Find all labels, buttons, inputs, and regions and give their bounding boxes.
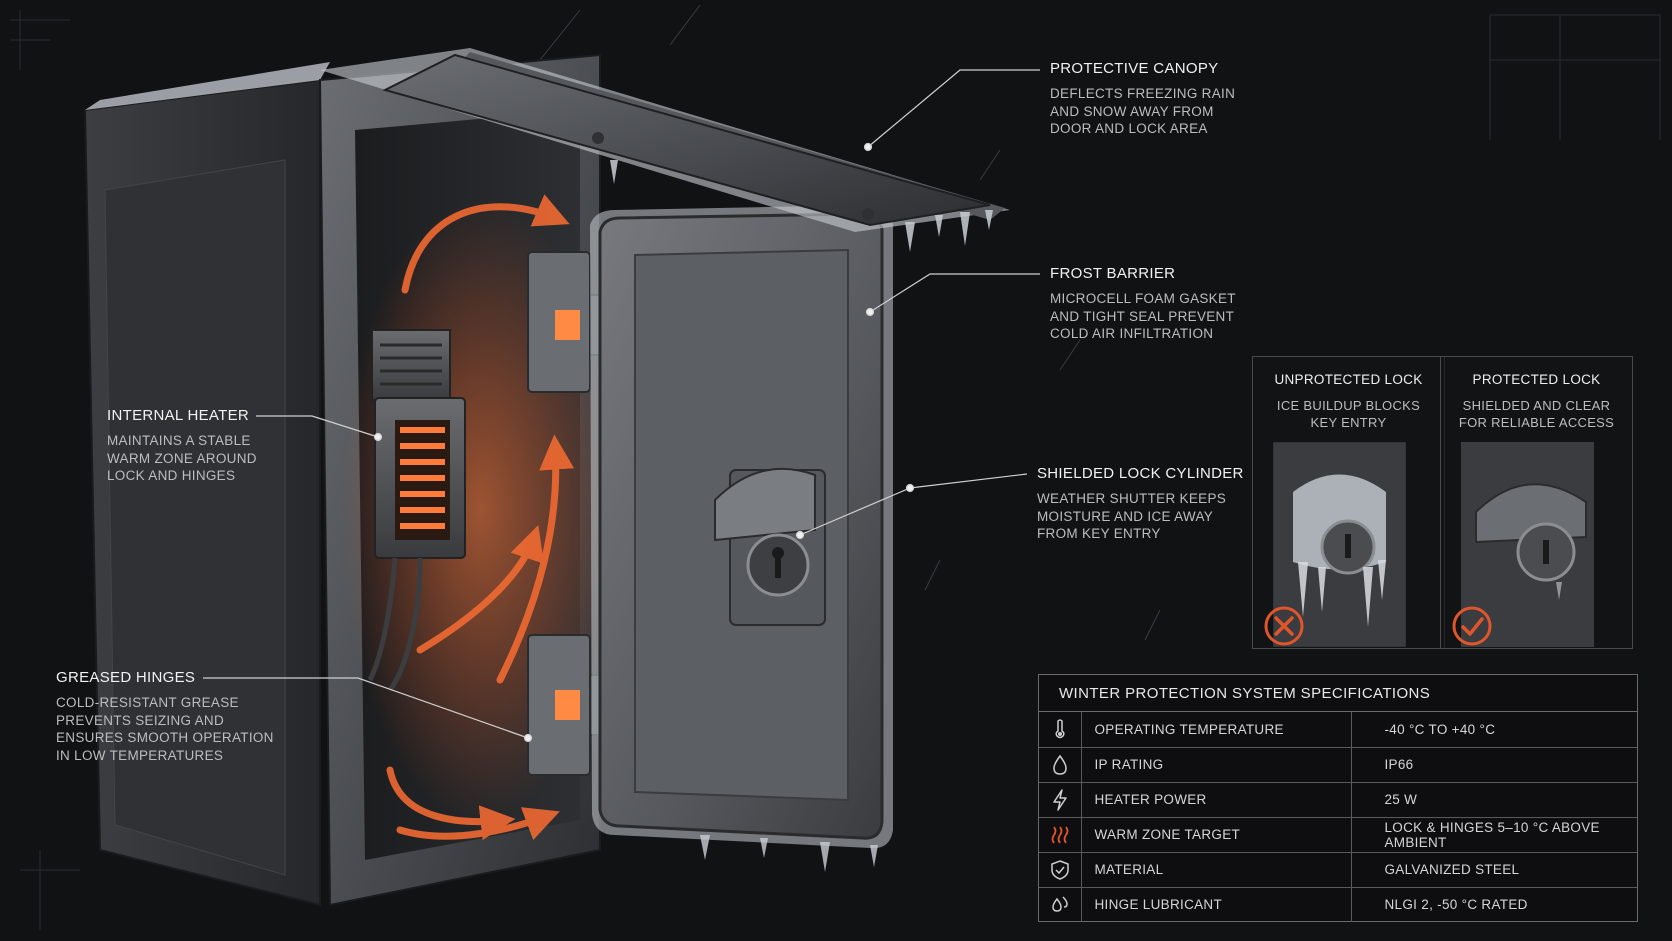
panel-title: PROTECTED LOCK [1472,372,1601,387]
pass-check-icon [1452,606,1492,646]
protected-lock-panel: PROTECTED LOCK SHIELDED AND CLEAR FOR RE… [1440,356,1633,649]
callout-title: GREASED HINGES [56,669,196,686]
callout-greased-hinges: GREASED HINGES COLD-RESISTANT GREASE PRE… [56,669,274,764]
spec-value: GALVANIZED STEEL [1351,852,1637,888]
droplet-icon [1052,754,1067,775]
callout-shielded-lock: SHIELDED LOCK CYLINDER WEATHER SHUTTER K… [1037,465,1244,543]
spec-label: HINGE LUBRICANT [1081,887,1352,922]
callout-title: SHIELDED LOCK CYLINDER [1037,465,1244,482]
thermometer-icon [1055,719,1065,739]
table-row: WARM ZONE TARGET LOCK & HINGES 5–10 °C A… [1039,817,1637,853]
spec-label: MATERIAL [1081,852,1352,888]
protective-canopy [320,48,1010,232]
table-row: HEATER POWER 25 W [1039,782,1637,818]
unprotected-lock-panel: UNPROTECTED LOCK ICE BUILDUP BLOCKS KEY … [1252,356,1445,649]
spec-value: -40 °C TO +40 °C [1351,712,1637,748]
spec-label: WARM ZONE TARGET [1081,817,1352,853]
blueprint-grid [10,10,1661,930]
table-row: IP RATING IP66 [1039,747,1637,783]
spec-value: NLGI 2, -50 °C RATED [1384,897,1528,913]
callout-description: MICROCELL FOAM GASKET AND TIGHT SEAL PRE… [1050,291,1236,341]
frost-top [85,62,330,110]
callout-title: FROST BARRIER [1050,265,1176,282]
grease-drop-icon [1051,896,1068,912]
heat-waves-icon [1051,825,1069,844]
callout-title: PROTECTIVE CANOPY [1050,60,1219,77]
shielded-lock [714,467,826,626]
panel-title: UNPROTECTED LOCK [1274,372,1423,387]
side-recess [104,159,286,876]
callout-frost-barrier: FROST BARRIER MICROCELL FOAM GASKET AND … [1050,265,1236,343]
spec-value: IP66 [1351,747,1637,783]
callout-title: INTERNAL HEATER [107,407,250,424]
rain-streaks [539,4,1161,641]
spec-value: LOCK & HINGES 5–10 °C ABOVE AMBIENT [1351,817,1637,853]
door-icicles [700,835,878,872]
callout-description: WEATHER SHUTTER KEEPS MOISTURE AND ICE A… [1037,491,1227,541]
canopy-icicles [610,160,993,252]
spec-label: IP RATING [1081,747,1352,783]
specifications-table: WINTER PROTECTION SYSTEM SPECIFICATIONS … [1038,674,1638,922]
lightning-icon [1053,788,1067,811]
callout-description: COLD-RESISTANT GREASE PREVENTS SEIZING A… [56,695,274,763]
table-row: MATERIAL GALVANIZED STEEL [1039,852,1637,888]
callout-description: MAINTAINS A STABLE WARM ZONE AROUND LOCK… [107,433,257,483]
spec-label: HEATER POWER [1081,782,1352,818]
table-row: OPERATING TEMPERATURE -40 °C TO +40 °C [1039,712,1637,748]
callout-internal-heater: INTERNAL HEATER MAINTAINS A STABLE WARM … [107,407,257,485]
heat-flow-arrows [386,194,575,841]
spec-value: 25 W [1351,782,1637,818]
table-row: HINGE LUBRICANT NLGI 2, -50 °C RATED [1039,887,1637,922]
callout-description: DEFLECTS FREEZING RAIN AND SNOW AWAY FRO… [1050,86,1236,136]
callout-protective-canopy: PROTECTIVE CANOPY DEFLECTS FREEZING RAIN… [1050,60,1235,138]
spec-label: OPERATING TEMPERATURE [1081,712,1352,748]
panel-description: ICE BUILDUP BLOCKS KEY ENTRY [1276,398,1421,430]
fail-x-icon [1264,606,1304,646]
specifications-title: WINTER PROTECTION SYSTEM SPECIFICATIONS [1039,675,1637,712]
internal-heater [367,329,466,692]
panel-description: SHIELDED AND CLEAR FOR RELIABLE ACCESS [1458,398,1615,430]
callout-leader-lines [203,69,1040,743]
shield-check-icon [1051,859,1069,880]
